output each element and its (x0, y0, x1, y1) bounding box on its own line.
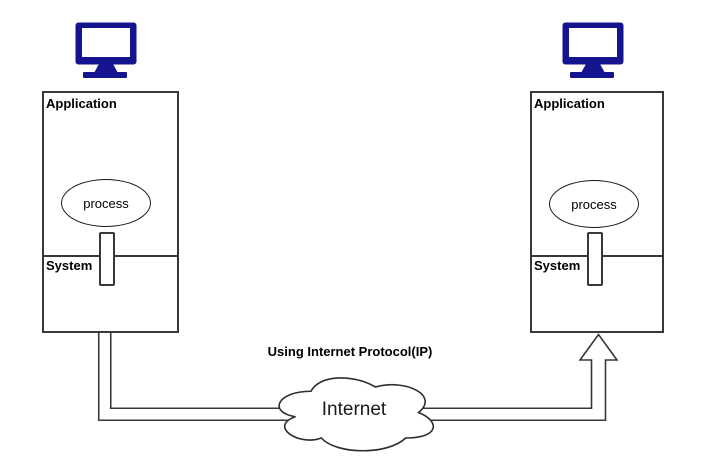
monitor-base (83, 72, 127, 78)
process-label: process (83, 195, 129, 211)
application-layer-label: Application (46, 96, 117, 111)
socket-connector (587, 232, 603, 286)
process-label: process (571, 196, 617, 212)
protocol-caption: Using Internet Protocol(IP) (267, 344, 433, 359)
monitor-stand (581, 64, 605, 73)
monitor-stand (94, 64, 118, 73)
monitor-screen (569, 28, 617, 57)
host-box-left: Application System process (42, 91, 179, 333)
process-ellipse: process (61, 179, 151, 227)
process-ellipse: process (549, 180, 639, 228)
socket-connector (99, 232, 115, 286)
internet-cloud (278, 377, 435, 452)
right-connector-arrow (352, 333, 619, 422)
computer-monitor-icon (562, 22, 624, 78)
host-box-right: Application System process (530, 91, 664, 333)
computer-monitor-icon (75, 22, 137, 78)
application-layer-label: Application (534, 96, 605, 111)
internet-label: Internet (321, 399, 387, 420)
monitor-base (570, 72, 614, 78)
system-layer-label: System (534, 258, 581, 273)
system-layer-label: System (46, 258, 93, 273)
left-connector-pipe (97, 333, 352, 422)
monitor-screen (82, 28, 130, 57)
